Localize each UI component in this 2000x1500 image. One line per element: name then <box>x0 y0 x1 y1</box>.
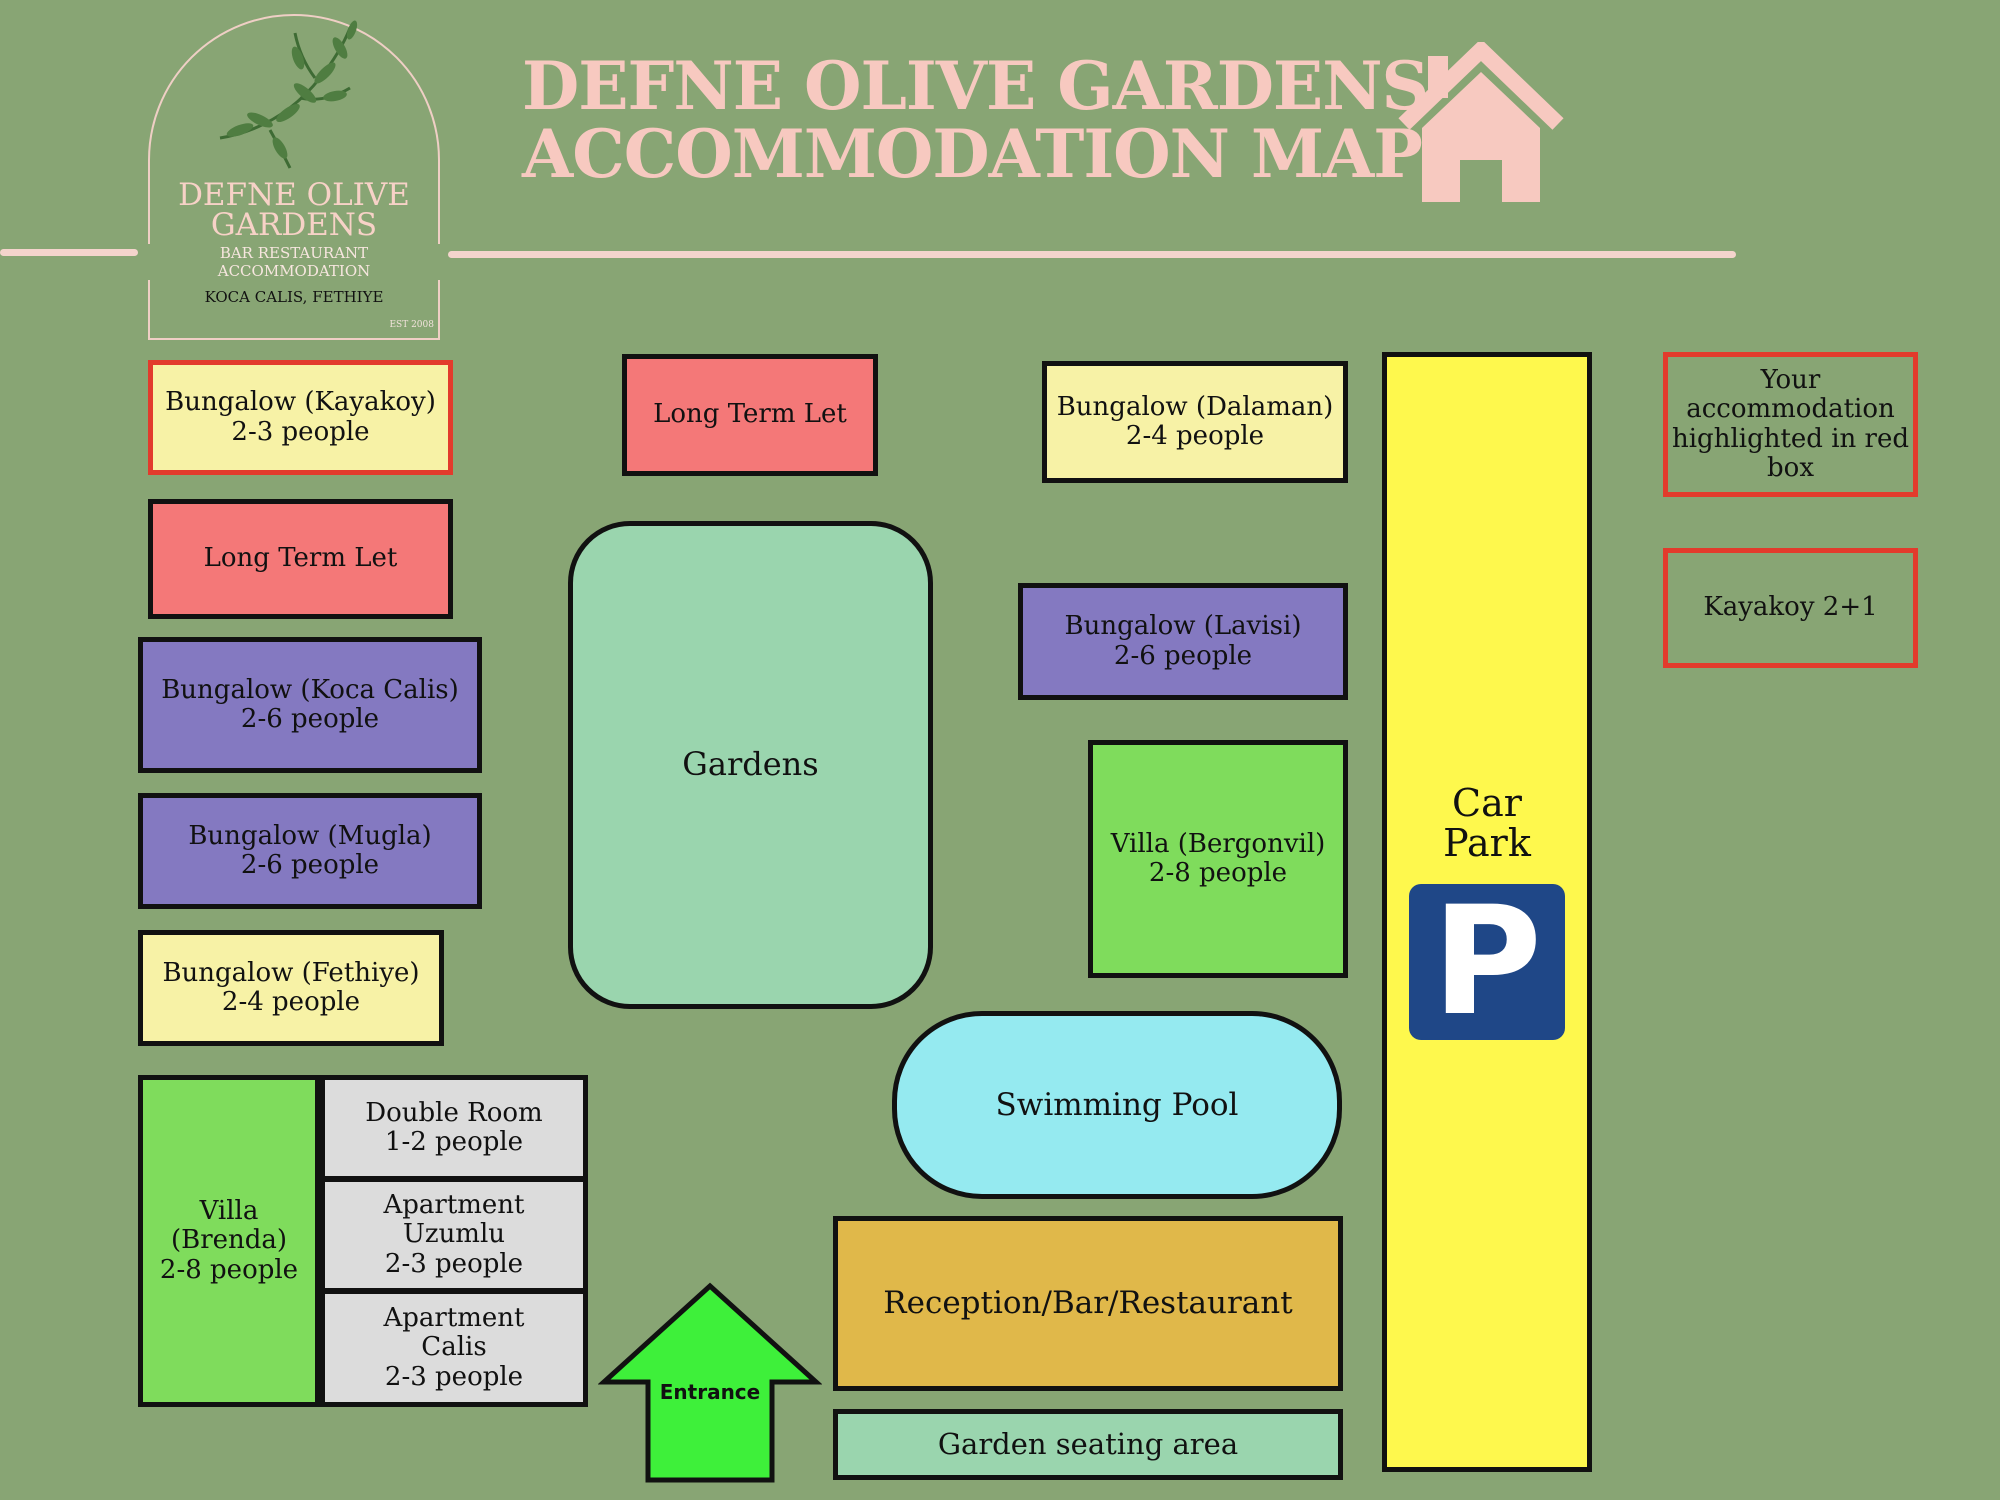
villa-brenda-label: Villa (Brenda) 2-8 people <box>159 1196 299 1285</box>
bungalow-fethiye[interactable]: Bungalow (Fethiye) 2-4 people <box>138 930 444 1046</box>
parking-icon: P <box>1409 874 1565 1049</box>
logo-tagline: BAR RESTAURANT ACCOMMODATION <box>148 244 440 280</box>
villa-bergonvil-label: Villa (Bergonvil) 2-8 people <box>1110 828 1326 888</box>
logo-name-line2: GARDENS <box>210 207 378 243</box>
bungalow-mugla[interactable]: Bungalow (Mugla) 2-6 people <box>138 793 482 909</box>
gardens-label: Gardens <box>682 745 819 784</box>
car-park-label: Car Park <box>1443 781 1531 865</box>
title-line2: ACCOMMODATION MAP <box>522 115 1423 193</box>
bungalow-lavisi[interactable]: Bungalow (Lavisi) 2-6 people <box>1018 583 1348 700</box>
logo-name-line1: DEFNE OLIVE <box>178 177 410 213</box>
house-icon <box>1398 42 1564 202</box>
parking-symbol: P <box>1432 874 1542 1049</box>
entrance-label: Entrance <box>659 1380 761 1404</box>
title-line1: DEFNE OLIVE GARDENS <box>522 47 1429 125</box>
long-term-let-top-label: Long Term Let <box>653 399 847 430</box>
logo-name: DEFNE OLIVE GARDENS <box>148 177 440 243</box>
double-room-label: Double Room 1-2 people <box>365 1097 543 1157</box>
olive-branch-icon <box>219 20 358 169</box>
double-room[interactable]: Double Room 1-2 people <box>320 1075 588 1181</box>
garden-seating-area[interactable]: Garden seating area <box>833 1409 1343 1480</box>
bungalow-kayakoy-label: Bungalow (Kayakoy) 2-3 people <box>165 387 436 447</box>
header-rule-right <box>448 251 1736 258</box>
villa-bergonvil[interactable]: Villa (Bergonvil) 2-8 people <box>1088 740 1348 978</box>
reception-bar-restaurant[interactable]: Reception/Bar/Restaurant <box>833 1216 1343 1391</box>
bungalow-fethiye-label: Bungalow (Fethiye) 2-4 people <box>162 957 420 1017</box>
long-term-let-left-label: Long Term Let <box>203 543 398 574</box>
swimming-pool-label: Swimming Pool <box>995 1086 1239 1123</box>
apartment-uzumlu-label: Apartment Uzumlu 2-3 people <box>383 1190 525 1279</box>
car-park[interactable]: Car Park P <box>1382 352 1592 1472</box>
bungalow-mugla-label: Bungalow (Mugla) 2-6 people <box>188 820 432 880</box>
reception-label: Reception/Bar/Restaurant <box>883 1285 1293 1322</box>
swimming-pool[interactable]: Swimming Pool <box>892 1011 1342 1199</box>
villa-brenda[interactable]: Villa (Brenda) 2-8 people <box>138 1075 320 1407</box>
legend-note: Your accommodation highlighted in red bo… <box>1663 352 1918 497</box>
page-title: DEFNE OLIVE GARDENS ACCOMMODATION MAP <box>522 47 1429 193</box>
bungalow-koca-calis[interactable]: Bungalow (Koca Calis) 2-6 people <box>138 637 482 773</box>
legend-highlighted: Kayakoy 2+1 <box>1663 548 1918 668</box>
apartment-uzumlu[interactable]: Apartment Uzumlu 2-3 people <box>320 1177 588 1293</box>
header-rule-left <box>0 249 138 256</box>
bungalow-koca-calis-label: Bungalow (Koca Calis) 2-6 people <box>161 674 459 734</box>
legend-highlighted-text: Kayakoy 2+1 <box>1703 592 1878 623</box>
apartment-calis[interactable]: Apartment Calis 2-3 people <box>320 1289 588 1407</box>
long-term-let-top[interactable]: Long Term Let <box>622 354 878 476</box>
logo-established: EST 2008 <box>389 320 434 330</box>
bungalow-dalaman[interactable]: Bungalow (Dalaman) 2-4 people <box>1042 361 1348 483</box>
garden-seating-label: Garden seating area <box>937 1427 1239 1462</box>
long-term-let-left[interactable]: Long Term Let <box>148 499 453 619</box>
entrance-arrow-icon[interactable] <box>598 1280 822 1486</box>
bungalow-lavisi-label: Bungalow (Lavisi) 2-6 people <box>1064 611 1302 671</box>
apartment-calis-label: Apartment Calis 2-3 people <box>383 1303 525 1392</box>
bungalow-dalaman-label: Bungalow (Dalaman) 2-4 people <box>1056 391 1334 451</box>
logo-location: KOCA CALIS, FETHIYE <box>204 288 384 306</box>
bungalow-kayakoy[interactable]: Bungalow (Kayakoy) 2-3 people <box>148 360 453 475</box>
legend-note-text: Your accommodation highlighted in red bo… <box>1672 365 1909 483</box>
gardens[interactable]: Gardens <box>568 521 933 1009</box>
logo-arch <box>148 14 440 340</box>
